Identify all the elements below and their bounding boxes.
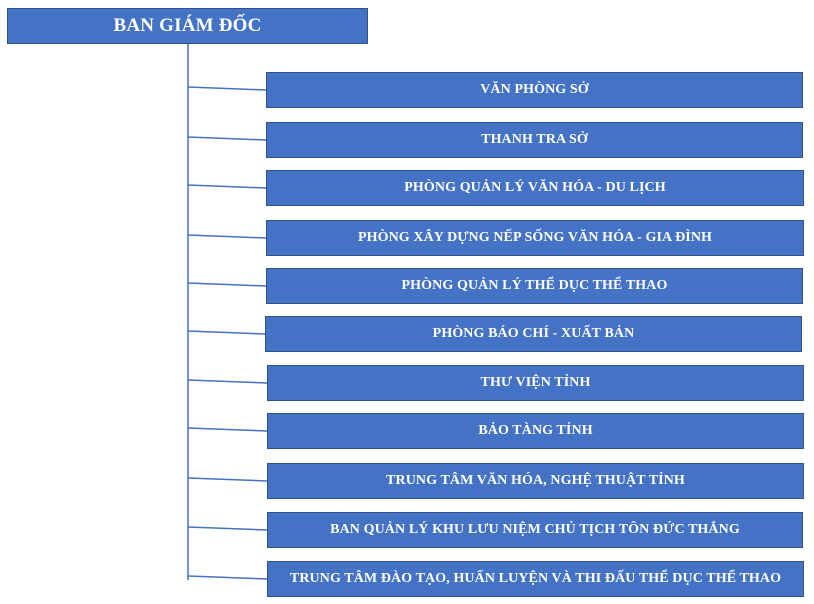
unit-box-bao-tang-tinh: BẢO TÀNG TỈNH — [267, 413, 804, 449]
unit-label: BẢO TÀNG TỈNH — [478, 423, 593, 438]
unit-box-thanh-tra-so: THANH TRA SỞ — [266, 122, 803, 158]
unit-box-thu-vien-tinh: THƯ VIỆN TỈNH — [267, 365, 804, 401]
connector-branch-van-phong-so — [187, 86, 267, 91]
unit-label: VĂN PHÒNG SỞ — [480, 82, 589, 97]
unit-label: THANH TRA SỞ — [481, 132, 588, 147]
connector-branch-phong-quan-ly-van-hoa-du-lich — [187, 184, 267, 189]
unit-box-phong-bao-chi-xuat-ban: PHÒNG BÁO CHÍ - XUẤT BẢN — [265, 316, 802, 352]
unit-box-phong-quan-ly-van-hoa-du-lich: PHÒNG QUẢN LÝ VĂN HÓA - DU LỊCH — [266, 170, 804, 206]
unit-box-trung-tam-van-hoa-nghe-thuat: TRUNG TÂM VĂN HÓA, NGHỆ THUẬT TỈNH — [267, 463, 804, 499]
unit-box-trung-tam-dao-tao-huan-luyen: TRUNG TÂM ĐÀO TẠO, HUẤN LUYỆN VÀ THI ĐẤU… — [267, 561, 804, 597]
unit-box-phong-xay-dung-nep-song: PHÒNG XÂY DỰNG NẾP SỐNG VĂN HÓA - GIA ĐÌ… — [266, 220, 804, 256]
unit-label: PHÒNG BÁO CHÍ - XUẤT BẢN — [432, 326, 635, 341]
root-node-ban-giam-doc: BAN GIÁM ĐỐC — [7, 8, 368, 44]
unit-box-phong-quan-ly-the-duc-the-thao: PHÒNG QUẢN LÝ THỂ DỤC THỂ THAO — [266, 268, 803, 304]
connector-branch-trung-tam-dao-tao-huan-luyen — [187, 575, 268, 580]
unit-box-ban-quan-ly-khu-luu-niem: BAN QUẢN LÝ KHU LƯU NIỆM CHỦ TỊCH TÔN ĐỨ… — [267, 512, 803, 548]
root-node-label: BAN GIÁM ĐỐC — [113, 15, 262, 36]
connector-branch-thanh-tra-so — [187, 136, 267, 141]
connector-branch-thu-vien-tinh — [187, 379, 268, 384]
unit-label: BAN QUẢN LÝ KHU LƯU NIỆM CHỦ TỊCH TÔN ĐỨ… — [330, 522, 740, 537]
connector-branch-phong-quan-ly-the-duc-the-thao — [187, 282, 267, 287]
unit-label: PHÒNG QUẢN LÝ THỂ DỤC THỂ THAO — [401, 278, 668, 293]
connector-branch-bao-tang-tinh — [187, 427, 268, 432]
connector-branch-phong-bao-chi-xuat-ban — [187, 330, 266, 335]
unit-label: PHÒNG XÂY DỰNG NẾP SỐNG VĂN HÓA - GIA ĐÌ… — [357, 230, 713, 245]
connector-branch-phong-xay-dung-nep-song — [187, 234, 267, 239]
unit-label: PHÒNG QUẢN LÝ VĂN HÓA - DU LỊCH — [404, 180, 666, 195]
unit-label: TRUNG TÂM VĂN HÓA, NGHỆ THUẬT TỈNH — [386, 473, 685, 488]
connector-branch-trung-tam-van-hoa-nghe-thuat — [187, 477, 268, 482]
unit-label: THƯ VIỆN TỈNH — [480, 375, 591, 390]
unit-label: TRUNG TÂM ĐÀO TẠO, HUẤN LUYỆN VÀ THI ĐẤU… — [289, 571, 782, 586]
connector-branch-ban-quan-ly-khu-luu-niem — [187, 526, 268, 531]
unit-box-van-phong-so: VĂN PHÒNG SỞ — [266, 72, 803, 108]
